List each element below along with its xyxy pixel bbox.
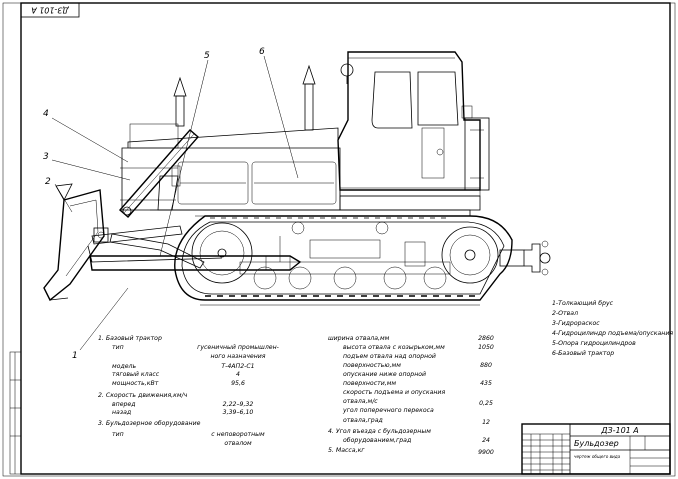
- spec-label: опускание ниже опорной: [343, 371, 426, 378]
- callout-4: 4: [43, 109, 49, 119]
- spec-value: Т-4АП2-С1: [221, 363, 254, 370]
- lift-cylinder: [119, 129, 199, 218]
- hydraulic-brace: [91, 225, 205, 269]
- spec-value: 3,39–6,10: [223, 409, 254, 416]
- spec-value: гусеничный промышлен-: [197, 344, 279, 351]
- spec-value: ного назначения: [210, 353, 265, 360]
- spec-label: модель: [112, 363, 136, 370]
- callout-numbers: 1 2 3 4 5 6: [43, 47, 265, 361]
- spec-label: поверхности,мм: [343, 380, 396, 387]
- legend: 1-Толкающий брус 2-Отвал 3-Гидрораскос 4…: [552, 299, 673, 357]
- callout-2: 2: [45, 177, 51, 187]
- spec-label: отвала,м/с: [343, 398, 378, 405]
- callout-5: 5: [204, 51, 210, 61]
- inner-frame: [20, 2, 671, 475]
- legend-item: 5-Опора гидроцилиндров: [552, 340, 636, 347]
- binding-strip: [9, 351, 22, 475]
- spec-label: 2. Скорость движения,км/ч: [98, 392, 188, 399]
- spec-label: тип: [112, 431, 124, 438]
- tractor-body: [120, 123, 481, 217]
- exhaust-pipes: [173, 63, 354, 131]
- spec-label: подъем отвала над опорной: [343, 353, 436, 360]
- spec-value: 4: [236, 371, 240, 378]
- leader-lines: [51, 55, 299, 351]
- spec-value: 0,25: [479, 400, 493, 407]
- spec-value: отвалом: [224, 440, 252, 447]
- spec-label: тяговый класс: [112, 371, 160, 378]
- rear-hitch: [499, 240, 551, 276]
- spec-label: тип: [112, 344, 124, 351]
- title-block: ДЗ-101 А Бульдозер чертеж общего вида: [521, 423, 671, 475]
- spec-value: 12: [482, 419, 490, 426]
- spec-label: мощность,кВт: [112, 380, 159, 387]
- spec-label: скорость подъема и опускания: [343, 389, 445, 396]
- track: [174, 215, 513, 306]
- spec-value: 1050: [478, 344, 494, 351]
- spec-label: вперед: [112, 401, 136, 408]
- callout-6: 6: [259, 47, 265, 57]
- spec-label: 5. Масса,кг: [328, 447, 365, 454]
- spec-label: угол поперечного перекоса: [342, 407, 434, 414]
- spec-label: оборудованием,град: [343, 436, 411, 444]
- spec-label: 4. Угол въезда с бульдозерным: [328, 427, 431, 435]
- title-subtitle: чертеж общего вида: [574, 454, 621, 459]
- title-code: ДЗ-101 А: [600, 426, 639, 435]
- spec-label: высота отвала с козырьком,мм: [343, 344, 445, 351]
- spec-label: отвала,град: [343, 417, 383, 424]
- specs-right: ширина отвала,мм 2860 высота отвала с ко…: [328, 335, 494, 456]
- spec-label: 1. Базовый трактор: [98, 335, 162, 342]
- callout-3: 3: [43, 152, 49, 162]
- spec-value: 880: [480, 362, 492, 369]
- spec-value: 2860: [478, 335, 494, 342]
- legend-item: 2-Отвал: [552, 310, 578, 317]
- spec-label: поверхностью,мм: [343, 362, 401, 369]
- spec-value: 435: [480, 380, 492, 387]
- specs-left: 1. Базовый трактор тип гусеничный промыш…: [98, 335, 279, 447]
- spec-value: 24: [482, 437, 490, 444]
- cylinder-support: [150, 175, 190, 211]
- callout-1: 1: [72, 351, 78, 361]
- spec-value: 2,22–9,32: [223, 401, 254, 408]
- spec-value: 95,6: [231, 380, 245, 387]
- blade: [43, 183, 109, 302]
- bulldozer-drawing: [43, 51, 551, 306]
- stamp-code: ДЗ-101 А: [31, 6, 70, 15]
- spec-label: ширина отвала,мм: [328, 335, 390, 342]
- cab: [337, 51, 490, 191]
- legend-item: 1-Толкающий брус: [552, 299, 614, 307]
- stamp-box: ДЗ-101 А: [20, 2, 80, 18]
- legend-item: 4-Гидроцилиндр подъема/опускания: [552, 330, 673, 337]
- spec-value: 9900: [478, 449, 494, 456]
- legend-item: 3-Гидрораскос: [552, 320, 600, 327]
- spec-label: назад: [112, 409, 131, 416]
- legend-item: 6-Базовый трактор: [552, 350, 614, 357]
- spec-value: с неповоротным: [211, 431, 265, 438]
- spec-label: 3. Бульдозерное оборудование: [98, 419, 201, 427]
- push-beam: [87, 245, 302, 271]
- title-name: Бульдозер: [574, 439, 619, 448]
